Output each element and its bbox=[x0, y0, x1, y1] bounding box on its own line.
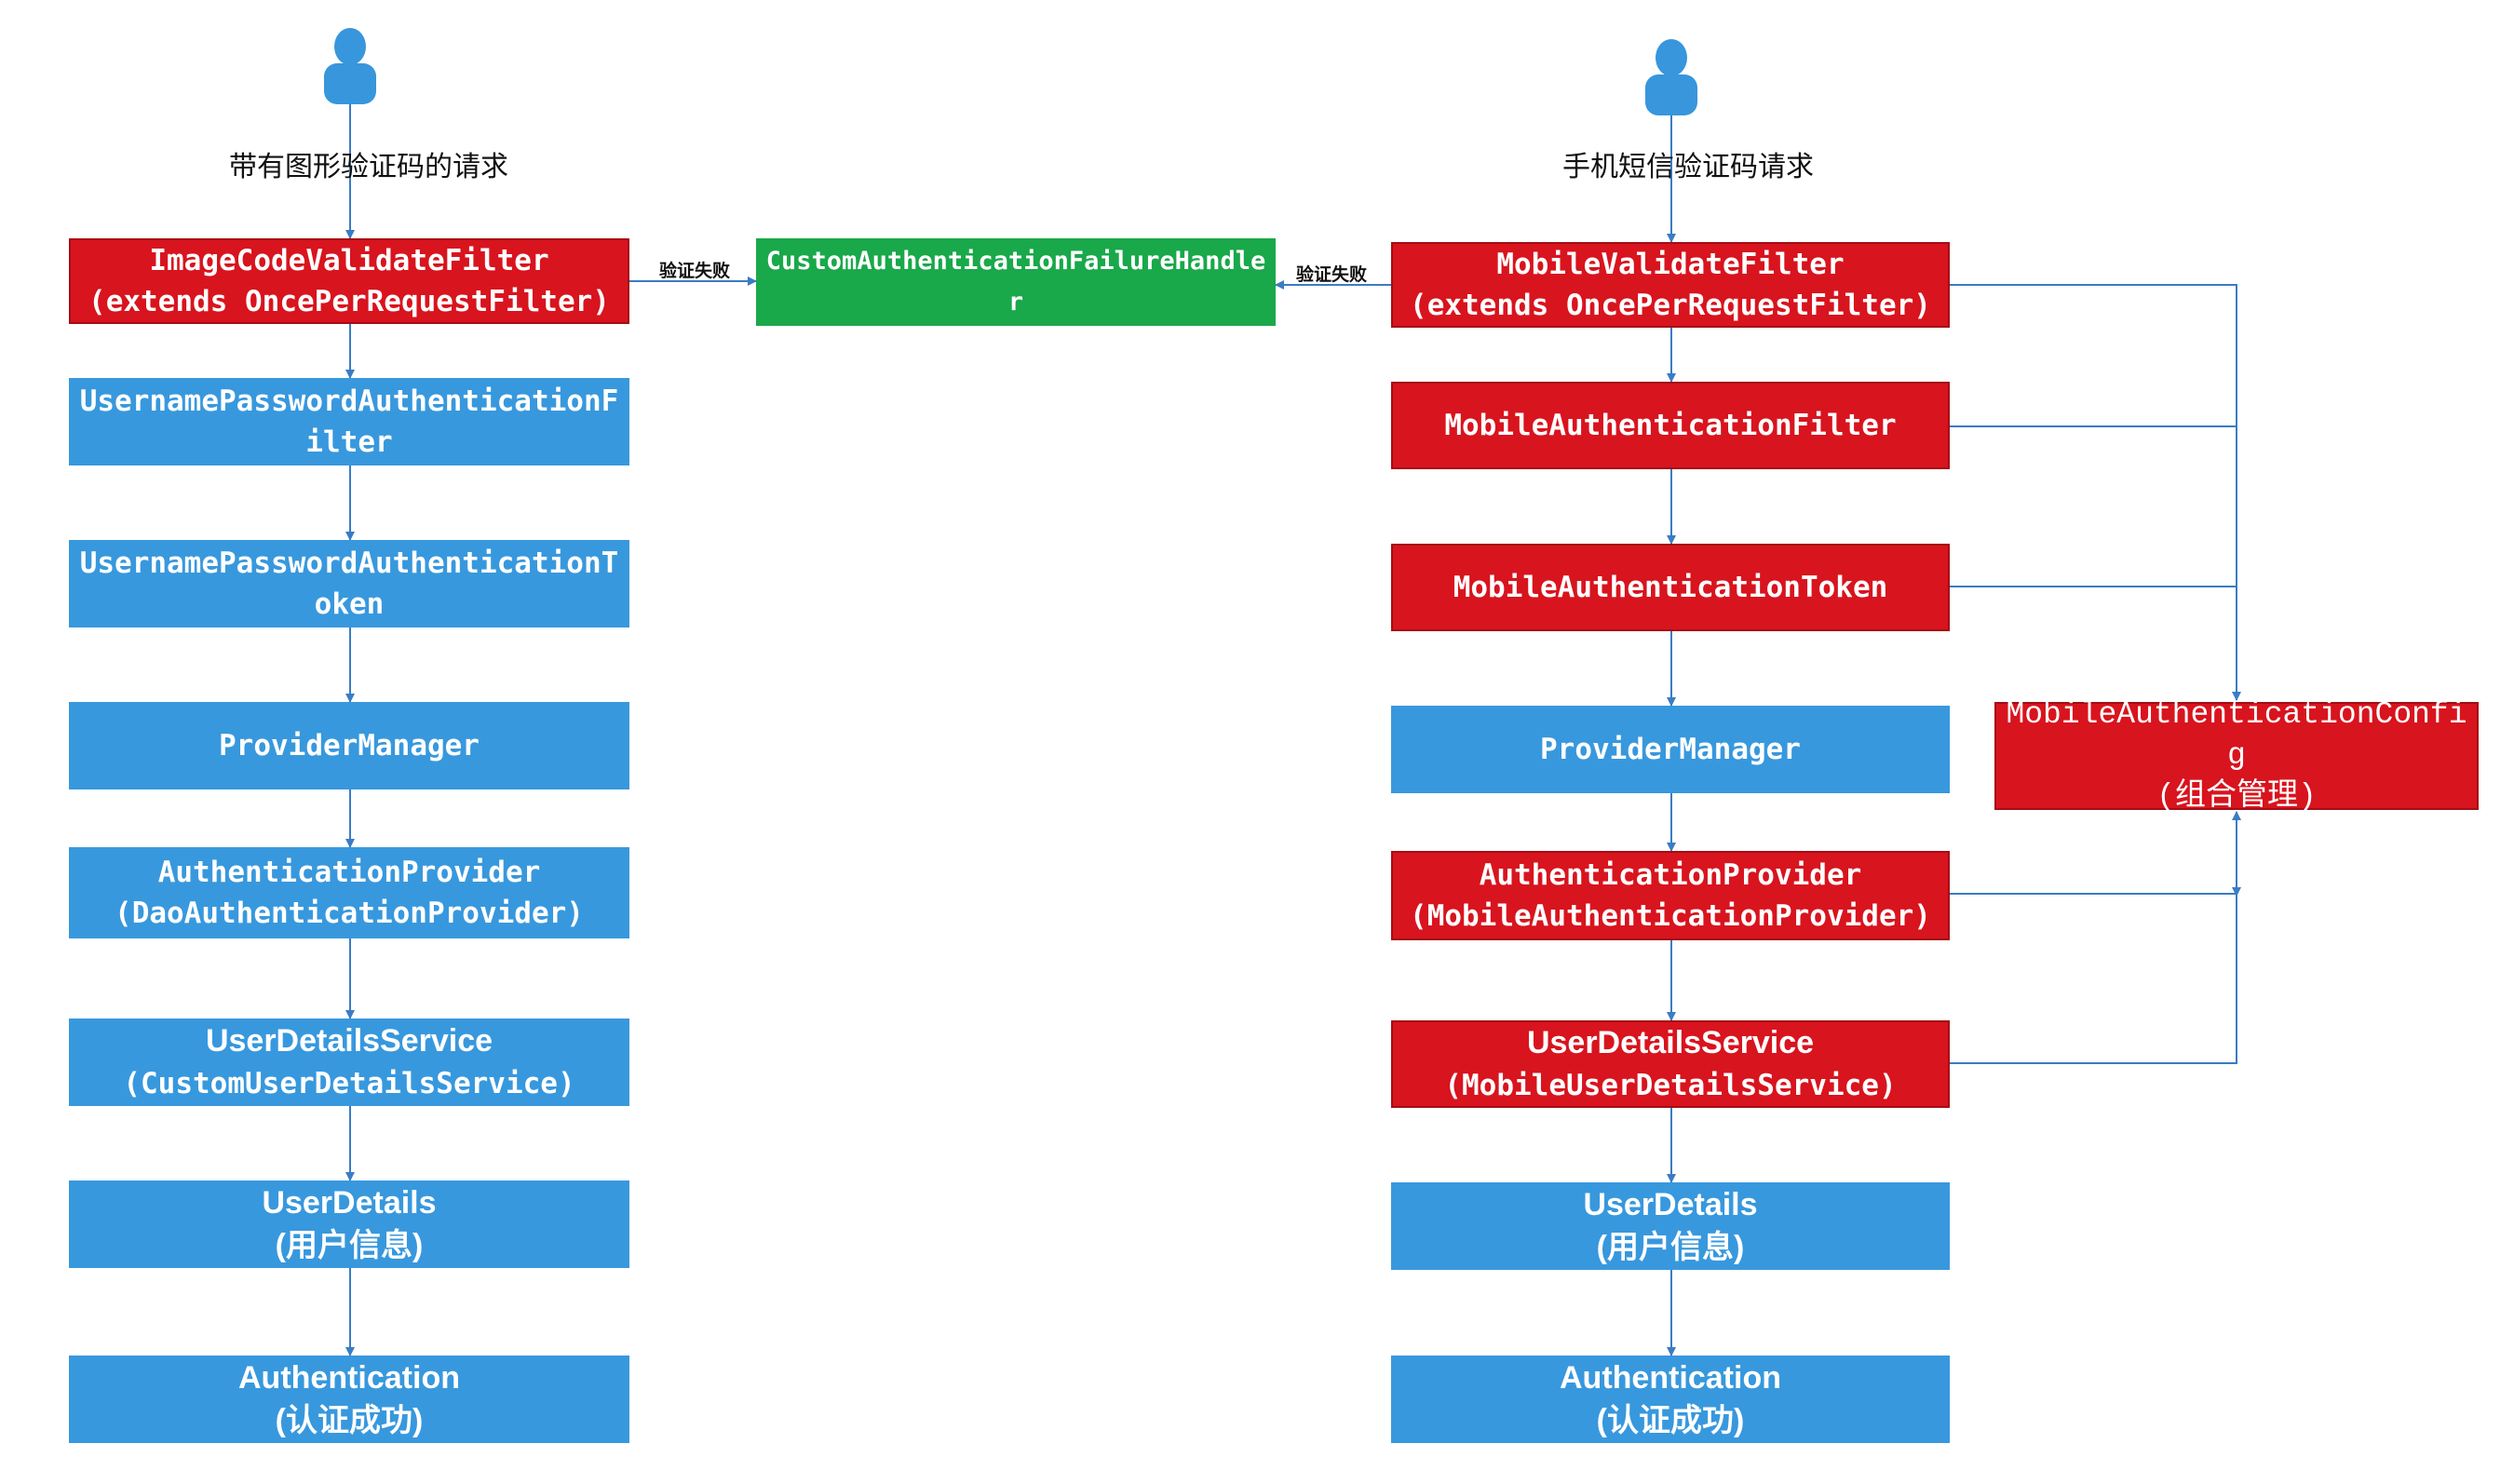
username-password-authentication-token: UsernamePasswordAuthenticationT oken bbox=[69, 540, 629, 627]
left-user-details-service: UserDetailsService (CustomUserDetailsSer… bbox=[69, 1019, 629, 1106]
right-person-icon bbox=[1645, 39, 1697, 115]
left-user-details: UserDetails (用户信息) bbox=[69, 1180, 629, 1268]
left-authentication-provider: AuthenticationProvider (DaoAuthenticatio… bbox=[69, 847, 629, 938]
left-failure-label: 验证失败 bbox=[659, 261, 731, 281]
left-provider-manager: ProviderManager bbox=[69, 702, 629, 789]
mobile-validate-filter: MobileValidateFilter (extends OncePerReq… bbox=[1391, 242, 1950, 328]
right-provider-manager: ProviderManager bbox=[1391, 706, 1950, 793]
right-authentication: Authentication (认证成功) bbox=[1391, 1356, 1950, 1443]
mobile-authentication-config: MobileAuthenticationConfig (组合管理) bbox=[1994, 697, 2479, 814]
image-code-validate-filter: ImageCodeValidateFilter (extends OncePer… bbox=[69, 238, 629, 324]
config-connector-top bbox=[1950, 284, 2241, 701]
username-password-authentication-filter: UsernamePasswordAuthenticationF ilter bbox=[69, 378, 629, 465]
left-person-icon bbox=[324, 28, 376, 104]
right-user-details-service: UserDetailsService (MobileUserDetailsSer… bbox=[1391, 1020, 1950, 1108]
right-failure-label: 验证失败 bbox=[1296, 264, 1368, 285]
mobile-authentication-filter: MobileAuthenticationFilter bbox=[1391, 382, 1950, 469]
right-request-title: 手机短信验证码请求 bbox=[1562, 151, 1814, 183]
config-connector-bottom bbox=[1950, 811, 2241, 1064]
right-user-details: UserDetails (用户信息) bbox=[1391, 1182, 1950, 1270]
left-authentication: Authentication (认证成功) bbox=[69, 1356, 629, 1443]
custom-authentication-failure-handler: CustomAuthenticationFailureHandler bbox=[756, 238, 1276, 326]
right-authentication-provider: AuthenticationProvider (MobileAuthentica… bbox=[1391, 851, 1950, 940]
left-request-title: 带有图形验证码的请求 bbox=[229, 151, 508, 183]
mobile-authentication-token: MobileAuthenticationToken bbox=[1391, 544, 1950, 631]
